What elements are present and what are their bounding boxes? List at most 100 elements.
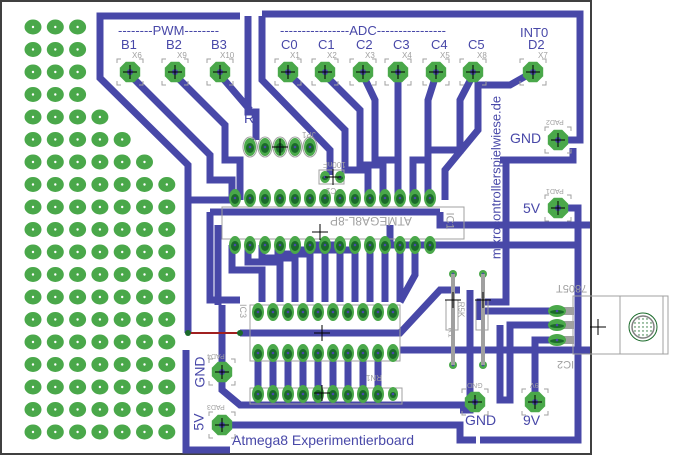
- trace: [480, 204, 582, 444]
- pad-hole: [143, 408, 146, 411]
- pad-hole: [165, 295, 168, 299]
- pin-hole: [338, 243, 342, 247]
- silk-corner: [231, 381, 236, 386]
- pad-hole: [165, 340, 168, 344]
- mounting-hole-inner: [631, 315, 655, 339]
- trace: [441, 68, 535, 200]
- pad-hole: [121, 228, 124, 231]
- pin-hole: [256, 351, 260, 355]
- regulator-tab: [619, 295, 669, 355]
- pad-hole: [54, 160, 57, 164]
- silk-corner: [161, 58, 166, 63]
- pin-hole: [256, 310, 260, 314]
- pin-hole: [376, 392, 380, 396]
- pin-hole: [293, 145, 297, 149]
- pad-hole: [98, 228, 102, 231]
- silk-corner: [384, 81, 389, 86]
- pin-hole: [413, 196, 417, 200]
- silk-corner: [139, 81, 144, 86]
- pin-hole: [286, 310, 290, 314]
- pad-hole: [165, 273, 168, 276]
- jumper-outline: [302, 136, 318, 158]
- silk-corner: [544, 217, 549, 222]
- pad-hole: [54, 318, 57, 321]
- pad-hole: [143, 295, 146, 299]
- hole-dot: [642, 326, 644, 328]
- pad-hole: [121, 138, 124, 141]
- pin-hole: [308, 196, 312, 200]
- hole-dot: [642, 322, 644, 324]
- header-pad: [311, 58, 339, 86]
- pin-hole: [271, 310, 275, 314]
- pad-hole: [98, 115, 102, 119]
- pad-hole: [143, 363, 146, 366]
- pin-hole: [301, 310, 305, 314]
- pin-hole: [323, 243, 327, 247]
- silk-corner: [208, 358, 213, 363]
- pad-hole: [98, 430, 102, 434]
- pin-hole: [271, 351, 275, 355]
- header-pad: [274, 58, 302, 86]
- jumper-outline: [242, 136, 258, 158]
- power-pad-5v: [544, 194, 572, 222]
- pad-hole: [54, 385, 57, 389]
- trace: [218, 305, 470, 409]
- pad-hole: [76, 205, 79, 209]
- pad-hole: [54, 295, 57, 299]
- pin-hole: [555, 309, 559, 313]
- silk-corner: [161, 81, 166, 86]
- hole-dot: [634, 330, 636, 332]
- pad-hole: [143, 430, 146, 434]
- pin-hole: [301, 351, 305, 355]
- trace: [476, 160, 510, 320]
- silk-corner: [229, 58, 234, 63]
- silk-corner: [567, 217, 572, 222]
- silk-corner: [274, 58, 279, 63]
- pad-hole: [31, 295, 35, 299]
- pad-hole: [76, 228, 79, 231]
- pad-hole: [165, 183, 168, 186]
- pin-hole: [353, 196, 357, 200]
- silk-corner: [484, 388, 489, 393]
- header-pad: [116, 58, 144, 86]
- hole-dot: [650, 330, 652, 332]
- pin-hole: [555, 338, 559, 342]
- silk-corner: [544, 126, 549, 131]
- pad-hole: [121, 430, 124, 434]
- trace: [182, 350, 230, 454]
- silk-corner: [334, 58, 339, 63]
- trace: [244, 16, 260, 140]
- silk-corner: [116, 58, 121, 63]
- pin-hole: [316, 351, 320, 355]
- silk-corner: [184, 58, 189, 63]
- regulator-outline: [572, 295, 664, 355]
- silk-corner: [521, 411, 526, 416]
- pad-hole: [121, 250, 124, 254]
- silk-corner: [567, 149, 572, 154]
- silk-corner: [407, 58, 412, 63]
- silk-corner: [231, 358, 236, 363]
- pads: [116, 58, 574, 439]
- power-pad-9v: [521, 388, 549, 416]
- pad-hole: [98, 318, 102, 321]
- pin-hole: [263, 145, 267, 149]
- silk-corner: [422, 81, 427, 86]
- pad-hole: [121, 205, 124, 209]
- trace: [322, 72, 387, 200]
- pad-hole: [31, 408, 35, 411]
- pad-hole: [76, 363, 79, 366]
- pin-hole: [278, 196, 282, 200]
- pad-hole: [54, 115, 57, 119]
- silk-corner: [206, 81, 211, 86]
- pin-hole: [293, 196, 297, 200]
- perfboard-area: [24, 19, 176, 440]
- pad-hole: [121, 273, 124, 276]
- pad-hole: [143, 160, 146, 164]
- pad-hole: [31, 250, 35, 254]
- pad-hole: [76, 295, 79, 299]
- silk-corner: [542, 81, 547, 86]
- pad-hole: [143, 205, 146, 209]
- power-pad-5v: [208, 411, 236, 439]
- pad-hole: [143, 250, 146, 254]
- pin-hole: [323, 196, 327, 200]
